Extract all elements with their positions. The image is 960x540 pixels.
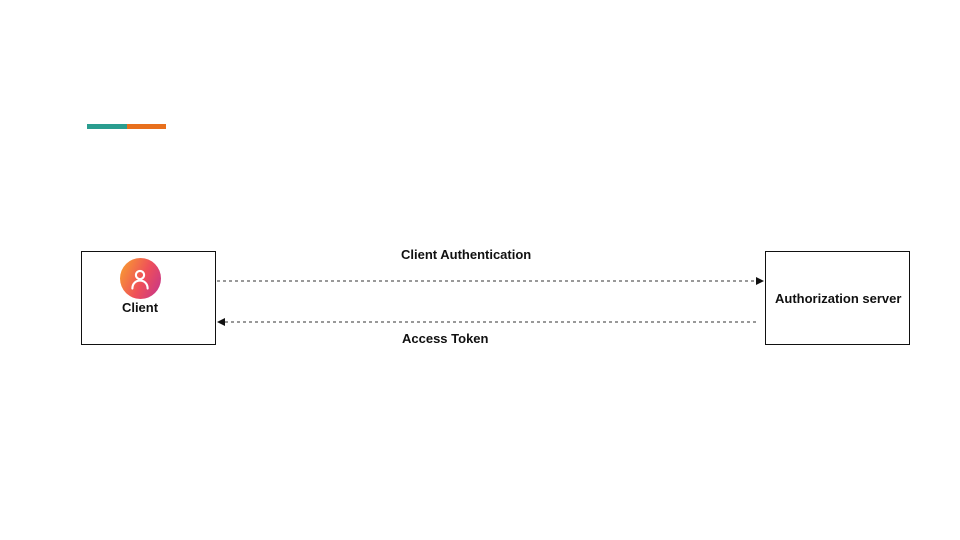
arrowhead-left-icon	[217, 318, 225, 326]
node-client: Client	[81, 251, 216, 345]
accent-divider	[87, 124, 166, 129]
arrowhead-right-icon	[756, 277, 764, 285]
divider-teal-segment	[87, 124, 127, 129]
connector-access-token	[225, 321, 757, 323]
user-icon	[119, 258, 161, 299]
connector-label-client-authentication: Client Authentication	[401, 247, 532, 262]
node-authorization-server: Authorization server	[765, 251, 910, 345]
authorization-server-label: Authorization server	[775, 290, 902, 306]
divider-orange-segment	[127, 124, 166, 129]
connector-label-access-token: Access Token	[402, 331, 489, 346]
client-label: Client	[121, 300, 159, 315]
connector-client-authentication	[217, 280, 756, 282]
